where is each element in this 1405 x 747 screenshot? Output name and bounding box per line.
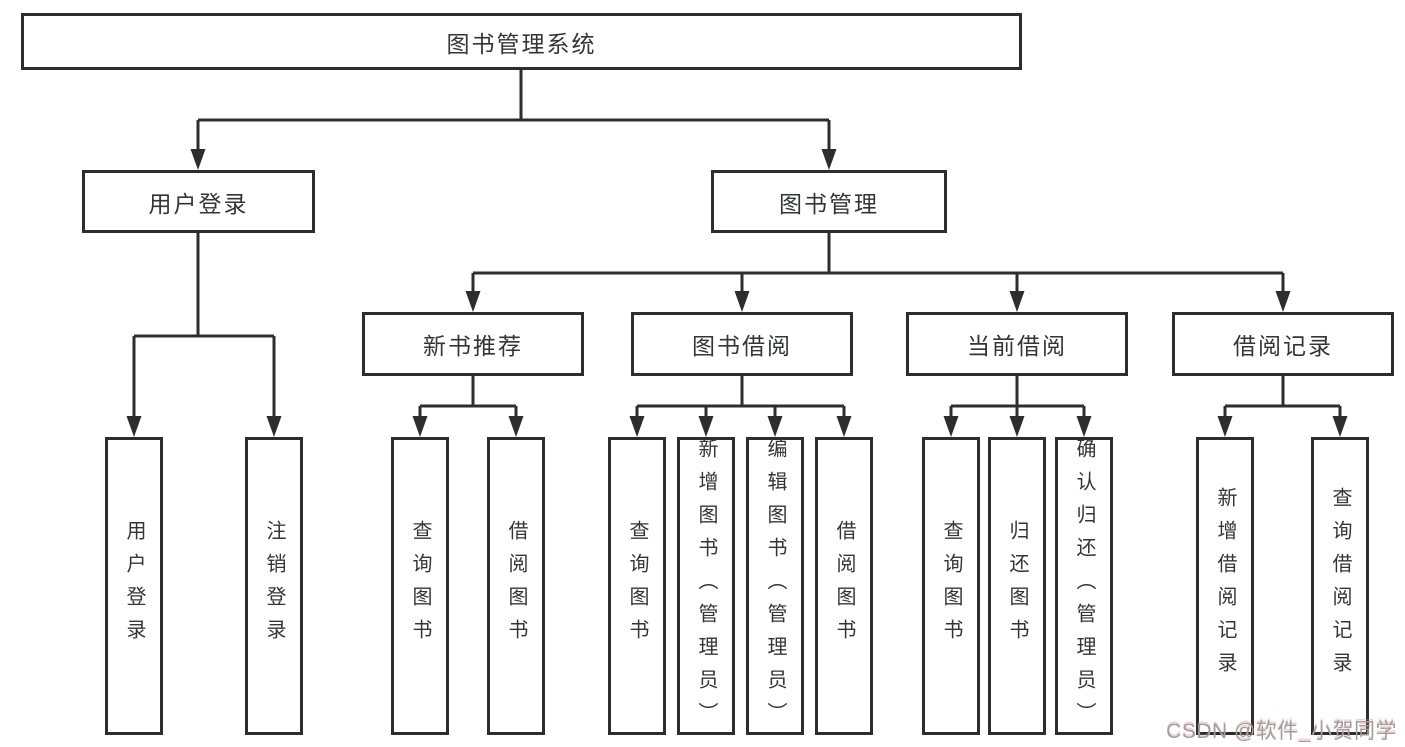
node-current-borrowing: 当前借阅 (906, 312, 1128, 376)
leaf-label: 归还图书 (1006, 520, 1028, 652)
node-label: 图书管理 (779, 190, 879, 217)
leaf-label: 编辑图书（管理员） (764, 437, 786, 735)
node-user-login: 用户登录 (82, 170, 315, 233)
leaf-label: 借阅图书 (505, 520, 527, 652)
connector-current-borrow-group (943, 376, 1092, 437)
csdn-watermark: CSDN @软件_小贺同学 (1166, 720, 1397, 743)
connector-user-login-group (126, 233, 282, 437)
leaf-borrowing-borrow-books: 借阅图书 (815, 437, 873, 735)
leaf-label: 查询图书 (626, 520, 648, 652)
node-label: 当前借阅 (967, 333, 1067, 359)
leaf-user-login: 用户登录 (105, 437, 163, 735)
leaf-label: 注销登录 (263, 520, 285, 652)
node-borrow-records: 借阅记录 (1172, 312, 1394, 376)
leaf-borrowing-query-books: 查询图书 (608, 437, 666, 735)
node-book-borrowing: 图书借阅 (631, 312, 853, 376)
leaf-logout: 注销登录 (245, 437, 303, 735)
leaf-current-return-books: 归还图书 (988, 437, 1046, 735)
node-book-management: 图书管理 (711, 170, 947, 233)
leaf-label: 借阅图书 (833, 520, 855, 652)
leaf-label: 新增借阅记录 (1214, 487, 1236, 685)
connector-new-book-group (412, 376, 524, 437)
leaf-current-query-books: 查询图书 (922, 437, 980, 735)
leaf-borrowing-edit-books-admin: 编辑图书（管理员） (746, 437, 804, 735)
node-label: 借阅记录 (1233, 333, 1333, 359)
node-label: 图书借阅 (692, 333, 792, 359)
leaf-label: 新增图书（管理员） (695, 437, 717, 735)
connector-borrow-records-group (1217, 376, 1348, 437)
node-label: 用户登录 (148, 190, 249, 217)
leaf-label: 用户登录 (123, 520, 145, 652)
node-new-book-recommend: 新书推荐 (362, 312, 584, 376)
node-root-system: 图书管理系统 (21, 13, 1022, 70)
leaf-records-add-record: 新增借阅记录 (1196, 437, 1254, 735)
leaf-label: 查询图书 (409, 520, 431, 652)
connector-root-to-level1 (190, 70, 837, 170)
leaf-label: 查询图书 (940, 520, 962, 652)
connector-book-borrow-group (629, 376, 852, 437)
leaf-newbook-query-books: 查询图书 (391, 437, 449, 735)
leaf-borrowing-add-books-admin: 新增图书（管理员） (677, 437, 735, 735)
leaf-label: 查询借阅记录 (1329, 487, 1351, 685)
node-label: 图书管理系统 (446, 30, 597, 57)
node-label: 新书推荐 (423, 333, 523, 359)
leaf-current-confirm-return-admin: 确认归还（管理员） (1055, 437, 1113, 735)
leaf-label: 确认归还（管理员） (1073, 437, 1095, 735)
leaf-newbook-borrow-books: 借阅图书 (487, 437, 545, 735)
leaf-records-query-record: 查询借阅记录 (1311, 437, 1369, 735)
connector-book-mgmt-to-level2 (465, 233, 1291, 312)
